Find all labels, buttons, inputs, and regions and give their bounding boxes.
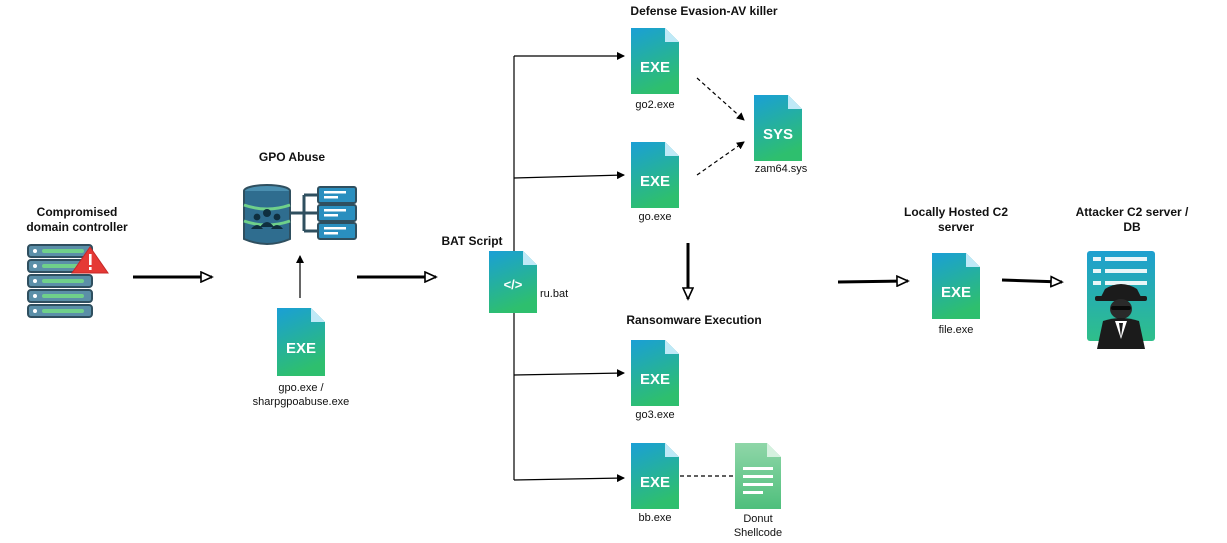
go3-icon-text: EXE [640, 371, 670, 388]
arrow-bat-to-go3 [513, 369, 625, 378]
domain-controller-title-line2: domain controller [26, 220, 128, 234]
database-group-policy-icon [243, 184, 357, 245]
exe-file-icon: EXE [932, 253, 980, 319]
gpo-exe-label: gpo.exe / sharpgpoabuse.exe [236, 381, 366, 409]
gpo-exe-label-line2: sharpgpoabuse.exe [252, 396, 350, 408]
sys-file-icon: SYS [754, 95, 802, 161]
server-rack-warning-icon [27, 244, 109, 318]
arrow-bat-to-go [513, 171, 625, 180]
defense-evasion-title: Defense Evasion-AV killer [630, 4, 778, 18]
zam64-label: zam64.sys [754, 163, 808, 175]
dashed-go2-to-sys [696, 77, 745, 121]
zam64-icon-text: SYS [763, 126, 793, 143]
arrow-to-local-c2 [837, 281, 908, 282]
gpo-exe-icon-text: EXE [286, 340, 316, 357]
local-c2-icon-text: EXE [941, 284, 971, 301]
local-c2-title: Locally Hosted C2 server [895, 205, 1017, 235]
arrow-bat-to-bb [513, 474, 625, 483]
exe-file-icon: EXE [631, 443, 679, 509]
bb-label: bb.exe [638, 512, 672, 524]
dashed-go-to-sys [696, 141, 745, 176]
go-label: go.exe [638, 211, 672, 223]
ransomware-title: Ransomware Execution [626, 313, 762, 327]
go2-label: go2.exe [635, 99, 675, 111]
bb-icon-text: EXE [640, 474, 670, 491]
local-c2-title-line1: Locally Hosted C2 [903, 205, 1009, 219]
bat-icon-text: </> [504, 277, 523, 292]
go-icon-text: EXE [640, 173, 670, 190]
hacker-server-icon [1087, 251, 1155, 349]
document-icon [735, 443, 781, 509]
gpo-abuse-title: GPO Abuse [258, 150, 326, 164]
donut-label-line2: Shellcode [733, 527, 783, 539]
exe-file-icon: EXE [277, 308, 325, 376]
domain-controller-title-line1: Compromised [36, 205, 118, 219]
attacker-c2-title: Attacker C2 server / DB [1062, 205, 1202, 235]
bat-script-file-icon: </> [489, 251, 537, 313]
domain-controller-title: Compromised domain controller [14, 205, 140, 235]
bat-script-title: BAT Script [441, 234, 503, 248]
exe-file-icon: EXE [631, 28, 679, 94]
go2-icon-text: EXE [640, 59, 670, 76]
attacker-c2-title-line2: DB [1123, 220, 1141, 234]
exe-file-icon: EXE [631, 340, 679, 406]
donut-label-line1: Donut [743, 513, 773, 525]
local-c2-title-line2: server [937, 220, 975, 234]
gpo-exe-label-line1: gpo.exe / [278, 382, 324, 394]
exe-file-icon: EXE [631, 142, 679, 208]
go3-label: go3.exe [635, 409, 675, 421]
bat-script-label: ru.bat [540, 288, 569, 300]
donut-label: Donut Shellcode [722, 512, 794, 540]
arrow-local-to-attacker-c2 [1001, 280, 1062, 282]
attacker-c2-title-line1: Attacker C2 server / [1075, 205, 1189, 219]
local-c2-label: file.exe [938, 324, 974, 336]
